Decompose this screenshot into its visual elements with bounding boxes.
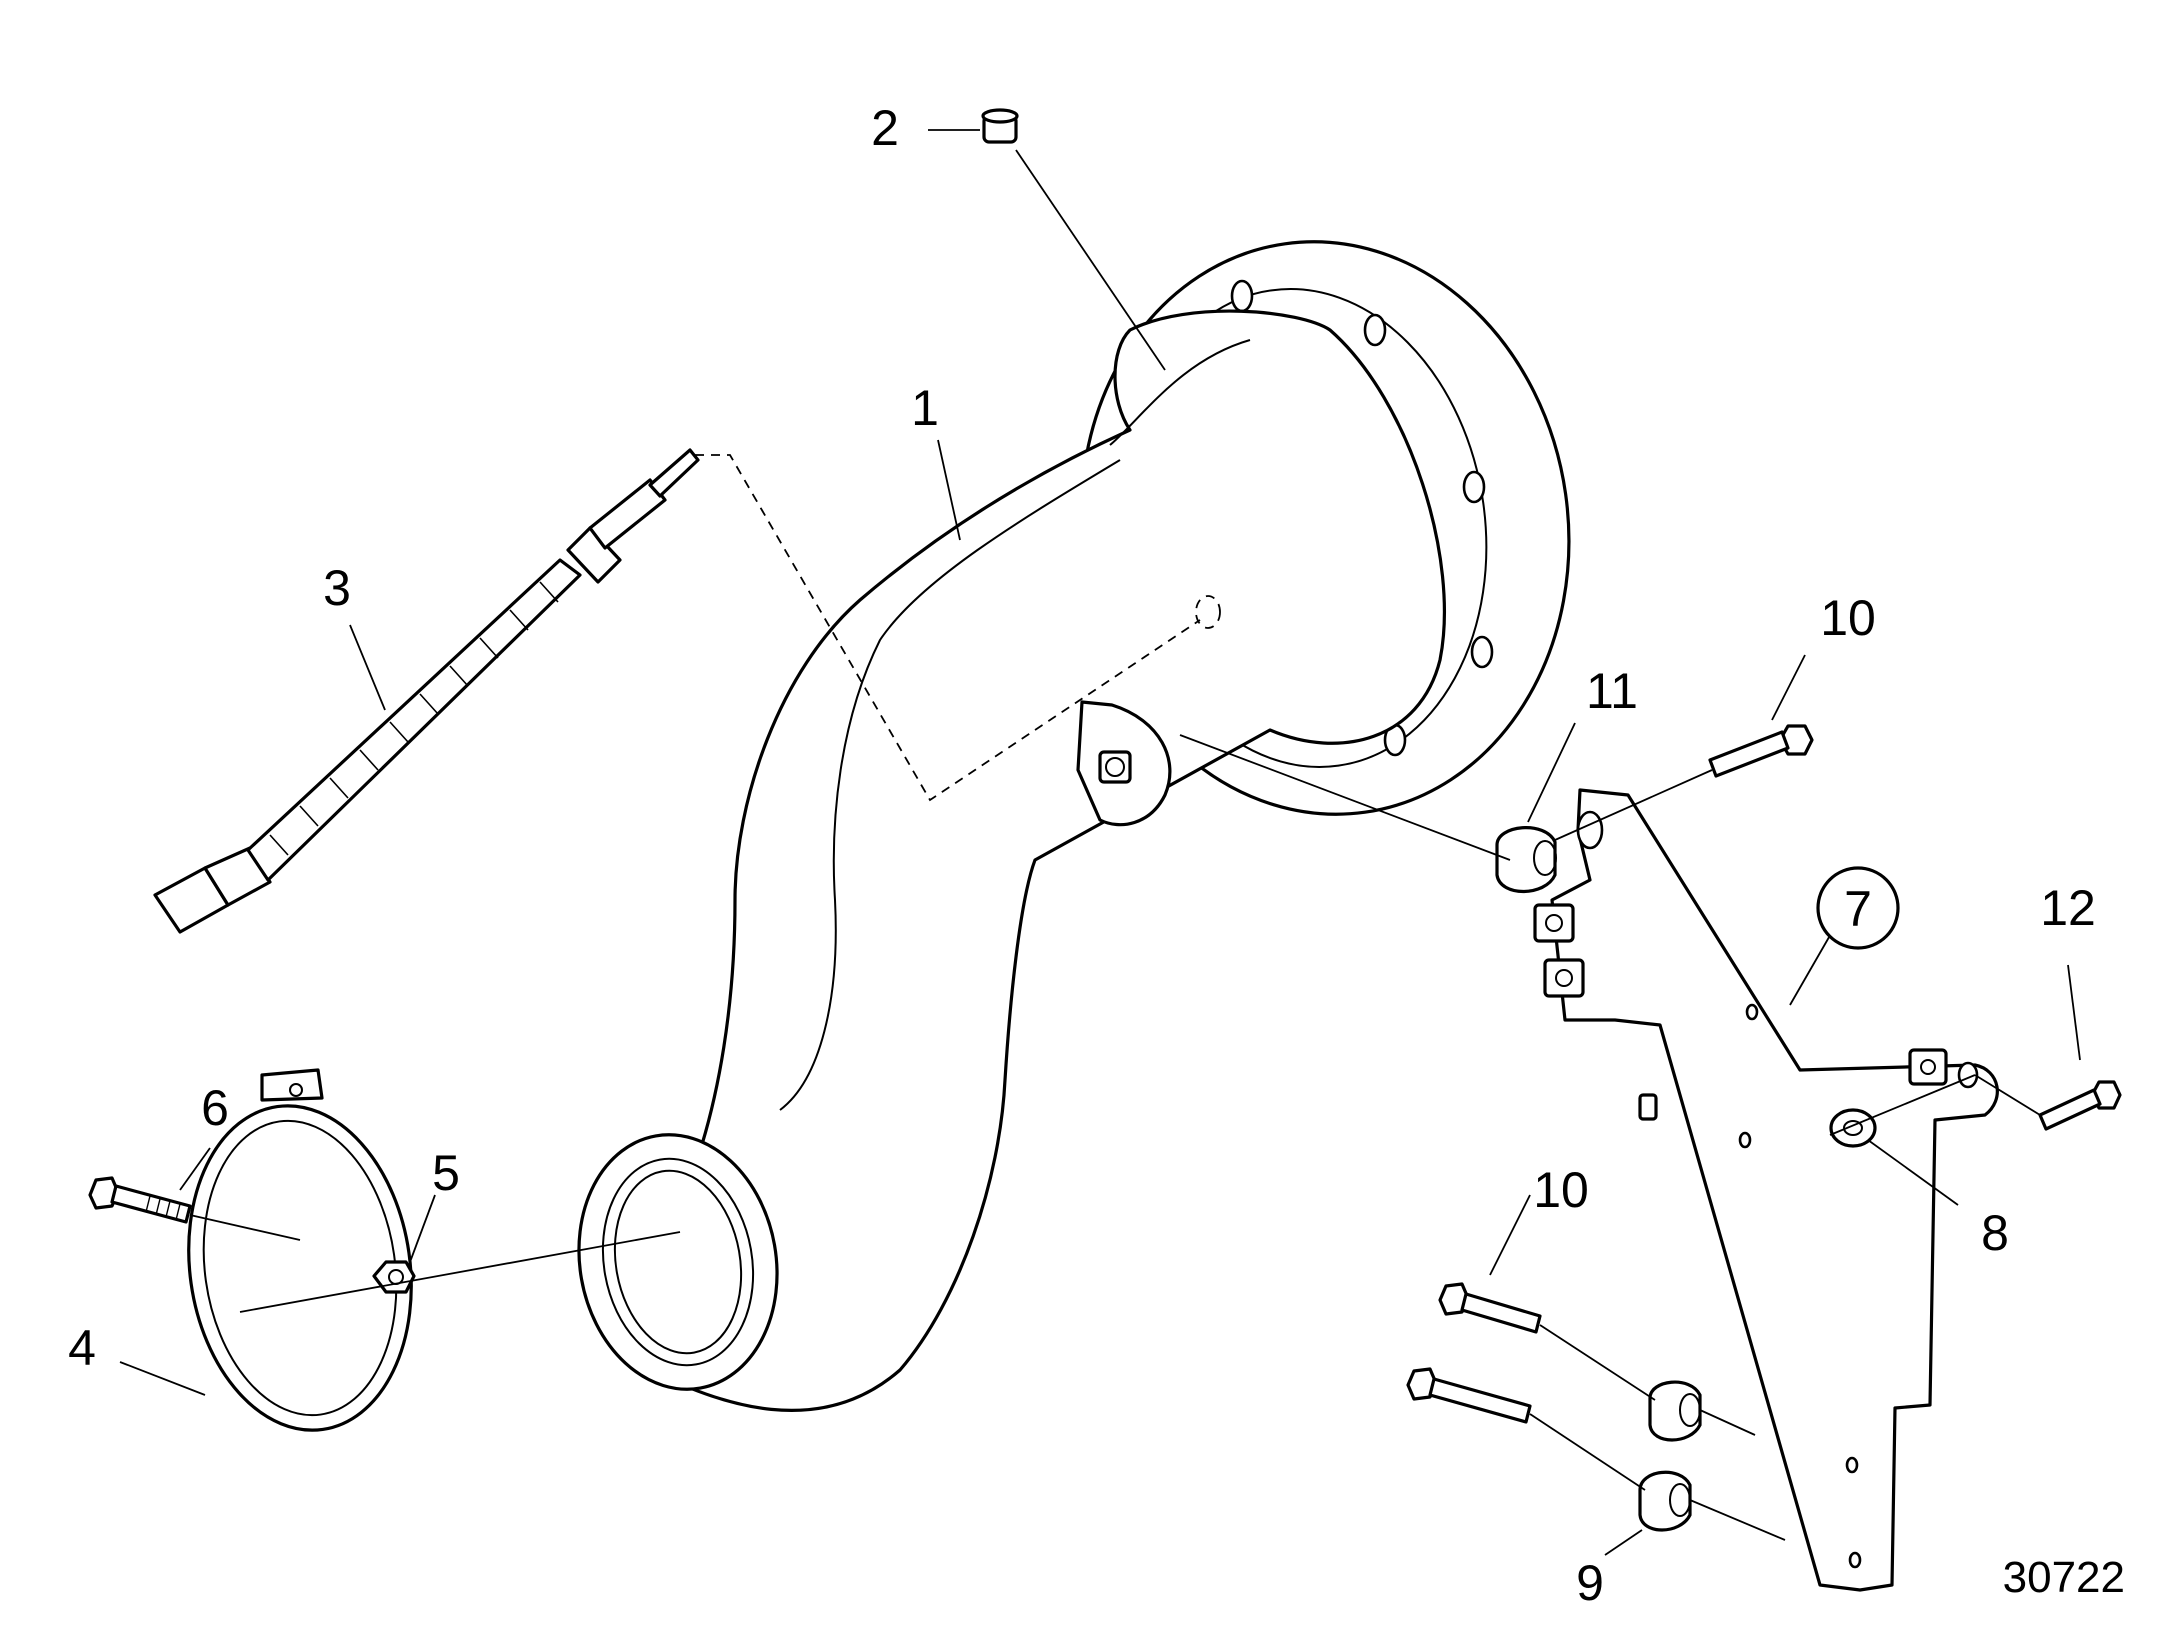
callout-7: 7 [1844,881,1872,937]
callout-3: 3 [323,560,351,616]
callout-12: 12 [2040,880,2096,936]
callout-2: 2 [871,100,899,156]
callout-8: 8 [1981,1205,2009,1261]
part-11-spacer [1495,826,1557,894]
callout-10-bottom: 10 [1533,1162,1589,1218]
callout-labels: 1 2 3 4 5 6 7 8 9 10 10 11 12 30722 [68,100,2125,1611]
part-2-plug [981,108,1019,144]
part-9-spacers [1638,1380,1702,1532]
flange-bolt-holes [1152,279,1494,757]
callout-6: 6 [201,1080,229,1136]
leader-lines [119,129,2081,1556]
callout-7-circle [1816,866,1900,950]
part-4-clamp [187,1068,413,1432]
callout-4: 4 [68,1320,96,1376]
callout-11: 11 [1586,663,1638,719]
cable-armor-ribs [269,581,559,856]
part-10-bolts [1406,724,1814,1424]
part-8-washer [1829,1108,1877,1148]
part-7-bracket [1533,788,1999,1592]
figure-number: 30722 [2003,1553,2125,1602]
part-6-bolt [88,1176,192,1224]
callout-9: 9 [1576,1555,1604,1611]
part-12-bolt [2038,1080,2122,1131]
callout-10-top: 10 [1820,590,1876,646]
callout-5: 5 [432,1145,460,1201]
part-1-exhaust-tube [577,240,1571,1412]
callout-1: 1 [911,380,939,436]
part-3-sensor [153,448,700,934]
